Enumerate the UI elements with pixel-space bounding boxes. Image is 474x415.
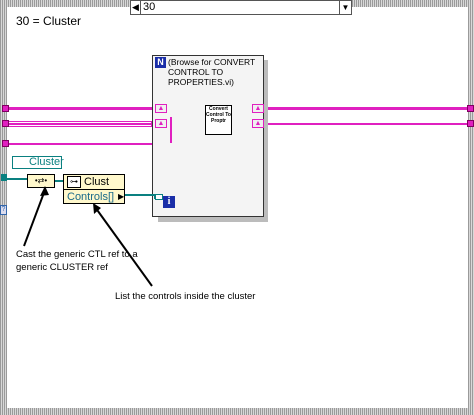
ref-input-terminal-2[interactable] [2, 120, 9, 127]
cluster-wire-in[interactable] [7, 178, 27, 180]
property-node-divider [64, 189, 124, 190]
ref-input-terminal-3[interactable] [2, 140, 9, 147]
ref-wire-vertical-feed [170, 117, 172, 143]
frame-tunnel-left-middle[interactable]: ▲ [155, 119, 167, 128]
case-dropdown-icon[interactable]: ▼ [339, 1, 351, 14]
property-output-arrow-icon: ▶ [118, 192, 125, 201]
case-structure-right-border [468, 0, 474, 415]
annotation-cast: Cast the generic CTL ref to a generic CL… [16, 249, 138, 273]
case-selector-value: 30 [143, 1, 156, 13]
annotation-arrowhead-list [93, 203, 101, 214]
frame-tunnel-right-middle[interactable]: ▲ [252, 119, 264, 128]
property-node-class: Clust [84, 176, 110, 188]
subvi-comment: (Browse for CONVERT CONTROL TO PROPERTIE… [168, 57, 256, 87]
cluster-terminal[interactable]: Cluster [12, 156, 64, 169]
ref-input-terminal[interactable] [2, 105, 9, 112]
reference-icon: ⊶ [67, 176, 81, 188]
cluster-input-terminal[interactable] [1, 174, 7, 181]
n-icon: N [155, 57, 166, 68]
annotation-arrow-list [94, 206, 153, 287]
convert-control-vi[interactable]: Convert Control To Proptr [205, 105, 232, 135]
cluster-wire-cast-to-node[interactable] [55, 180, 63, 182]
frame-tunnel-left-top[interactable]: ▲ [155, 104, 167, 113]
annotation-arrow-cast [23, 189, 46, 247]
annotation-list-controls: List the controls inside the cluster [115, 291, 256, 302]
case-structure-bottom-border [0, 408, 474, 415]
frame-tunnel-controls[interactable] [155, 194, 163, 200]
help-icon[interactable]: ? [0, 205, 7, 215]
case-label: 30 = Cluster [16, 14, 82, 28]
cluster-terminal-label: Cluster [29, 156, 64, 168]
property-node[interactable]: ⊶ Clust Controls[] ▶ [63, 174, 125, 204]
to-more-specific-class-node[interactable]: •⇄• [27, 174, 55, 188]
case-decrement-arrow-icon[interactable]: ◀ [131, 1, 141, 14]
property-controls[interactable]: Controls[] [67, 191, 115, 203]
ref-wire-lower[interactable] [7, 143, 182, 145]
cluster-wire-controls-out[interactable] [125, 194, 155, 196]
annotation-arrowhead-cast [40, 186, 49, 196]
iteration-terminal-icon: i [163, 196, 175, 208]
case-selector[interactable]: ◀ 30 ▼ [130, 0, 352, 15]
frame-tunnel-right-top[interactable]: ▲ [252, 104, 264, 113]
